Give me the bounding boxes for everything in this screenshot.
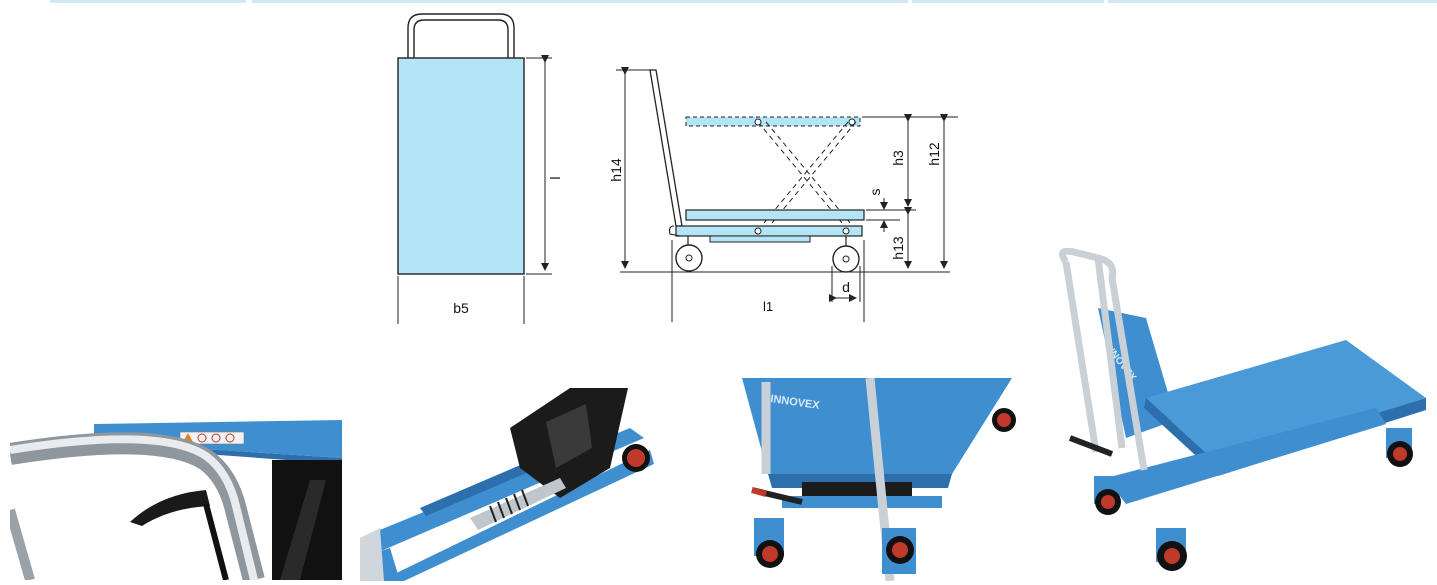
dimension-drawing: l b5 h14 bbox=[397, 13, 958, 324]
h12-label: h12 bbox=[926, 142, 942, 166]
photo-front-view: INNOVEX bbox=[742, 378, 1024, 581]
lowered-table bbox=[685, 209, 865, 221]
l1-label: l1 bbox=[763, 299, 773, 314]
top-view-handle bbox=[407, 13, 515, 58]
s-label: s bbox=[867, 189, 883, 196]
h14-label: h14 bbox=[608, 158, 624, 182]
photo-pump-closeup bbox=[360, 388, 660, 581]
d-label: d bbox=[842, 279, 850, 295]
length-label: l bbox=[547, 176, 563, 179]
release-lever bbox=[130, 490, 210, 526]
full-chrome-handle bbox=[1058, 248, 1148, 471]
side-view-handle bbox=[649, 69, 683, 227]
top-view: l b5 bbox=[397, 13, 563, 324]
top-view-platform bbox=[397, 57, 525, 275]
raised-table bbox=[685, 116, 861, 127]
top-strip bbox=[0, 0, 1437, 3]
h13-label: h13 bbox=[890, 236, 906, 260]
photo-handle-closeup bbox=[10, 420, 342, 580]
h3-label: h3 bbox=[890, 150, 906, 166]
full-table-top bbox=[1146, 340, 1426, 462]
photo-full-view: INNOVEX bbox=[1046, 248, 1437, 581]
side-view: h14 h3 h12 s h13 d l1 bbox=[608, 67, 958, 322]
width-label: b5 bbox=[453, 300, 469, 316]
chassis bbox=[675, 225, 863, 237]
